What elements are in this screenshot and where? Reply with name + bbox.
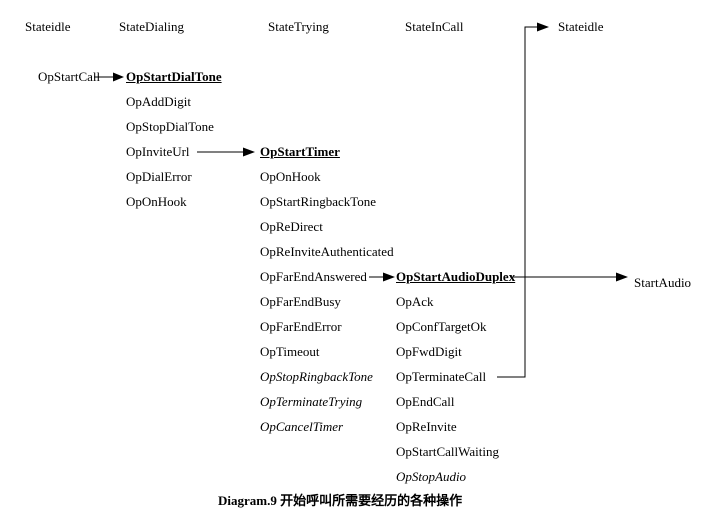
op-start-call: OpStartCall xyxy=(38,69,101,84)
state-header-trying: StateTrying xyxy=(268,19,329,34)
arrow-far-end-answered-to-audio-duplex xyxy=(369,272,395,282)
op-invite-url: OpInviteUrl xyxy=(126,144,190,159)
op-reinvite-authenticated: OpReInviteAuthenticated xyxy=(260,244,394,259)
op-start-dial-tone: OpStartDialTone xyxy=(126,69,222,84)
op-fwd-digit: OpFwdDigit xyxy=(396,344,462,359)
op-redirect: OpReDirect xyxy=(260,219,323,234)
state-header-incall: StateInCall xyxy=(405,19,464,34)
op-start-call-waiting: OpStartCallWaiting xyxy=(396,444,499,459)
arrow-invite-url-to-start-timer xyxy=(197,147,255,157)
op-ack: OpAck xyxy=(396,294,434,309)
state-header-idle-end: Stateidle xyxy=(558,19,604,34)
diagram-caption: Diagram.9 开始呼叫所需要经历的各种操作 xyxy=(218,493,463,508)
op-timeout: OpTimeout xyxy=(260,344,320,359)
op-stop-audio: OpStopAudio xyxy=(396,469,467,484)
arrow-audio-duplex-to-start-audio xyxy=(510,272,628,282)
op-cancel-timer: OpCancelTimer xyxy=(260,419,344,434)
state-header-idle-start: Stateidle xyxy=(25,19,71,34)
op-terminate-call: OpTerminateCall xyxy=(396,369,487,384)
op-far-end-error: OpFarEndError xyxy=(260,319,342,334)
connector-terminate-call-to-idle xyxy=(497,22,549,378)
op-far-end-busy: OpFarEndBusy xyxy=(260,294,341,309)
op-reinvite: OpReInvite xyxy=(396,419,457,434)
op-start-timer: OpStartTimer xyxy=(260,144,340,159)
op-end-call: OpEndCall xyxy=(396,394,455,409)
op-stop-ringback-tone: OpStopRingbackTone xyxy=(260,369,373,384)
arrow-start-call-to-dial-tone xyxy=(94,72,124,82)
op-on-hook-trying: OpOnHook xyxy=(260,169,321,184)
op-dial-error: OpDialError xyxy=(126,169,192,184)
op-add-digit: OpAddDigit xyxy=(126,94,191,109)
state-header-dialing: StateDialing xyxy=(119,19,184,34)
op-start-ringback-tone: OpStartRingbackTone xyxy=(260,194,377,209)
op-on-hook-dialing: OpOnHook xyxy=(126,194,187,209)
start-audio-label: StartAudio xyxy=(634,275,692,290)
op-far-end-answered: OpFarEndAnswered xyxy=(260,269,367,284)
op-terminate-trying: OpTerminateTrying xyxy=(260,394,363,409)
op-stop-dial-tone: OpStopDialTone xyxy=(126,119,214,134)
op-conf-target-ok: OpConfTargetOk xyxy=(396,319,487,334)
op-start-audio-duplex: OpStartAudioDuplex xyxy=(396,269,516,284)
